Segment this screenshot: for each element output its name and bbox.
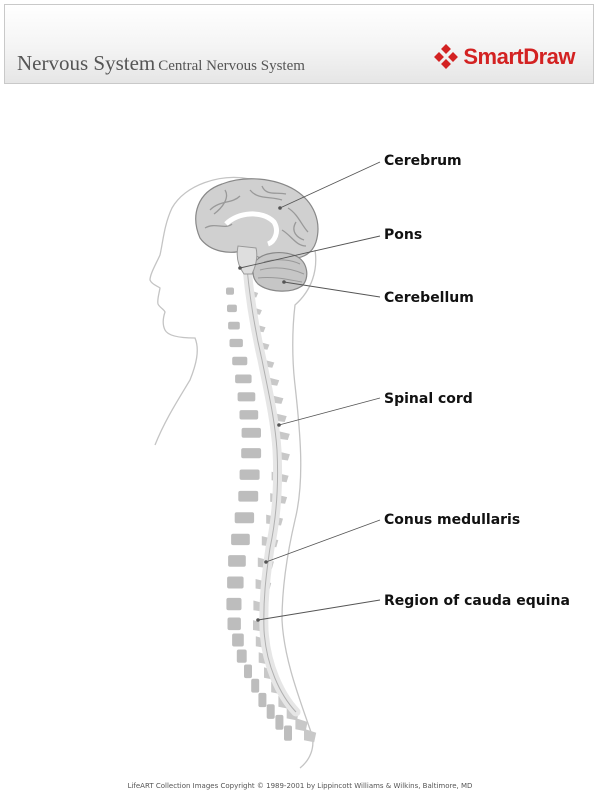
leader-line-cerebrum: [279, 161, 381, 209]
vertebral-body: [235, 374, 252, 384]
label-pons: Pons: [384, 227, 423, 243]
vertebral-body: [238, 490, 259, 502]
spinous-process: [295, 718, 308, 732]
leader-line-spinal-cord: [278, 397, 381, 426]
vertebral-body: [227, 576, 244, 589]
spinous-process: [304, 728, 317, 743]
body-outline: [149, 176, 317, 769]
leader-lines: [239, 161, 381, 621]
vertebral-body: [237, 392, 256, 402]
vertebral-body: [275, 714, 284, 730]
vertebral-body: [266, 704, 275, 719]
brain-gyri: [204, 185, 309, 247]
vertebral-body: [226, 287, 234, 295]
vertebral-body: [227, 617, 241, 631]
copyright-notice: LifeART Collection Images Copyright © 19…: [127, 782, 473, 790]
smartdraw-logo: SmartDraw: [433, 44, 575, 70]
vertebral-body: [231, 533, 250, 546]
vertebral-body: [232, 633, 244, 647]
leader-line-cauda-equina: [257, 599, 381, 621]
vertebral-body: [229, 338, 243, 348]
cerebellum-folia: [257, 259, 305, 283]
label-spinal-cord: Spinal cord: [384, 391, 473, 407]
label-cerebellum: Cerebellum: [384, 290, 474, 306]
brainstem: [236, 245, 258, 275]
vertebral-body: [226, 597, 242, 611]
vertebral-body: [228, 555, 246, 567]
brand-name: SmartDraw: [463, 44, 575, 69]
leader-line-pons: [239, 235, 381, 269]
title-main: Nervous System: [17, 51, 156, 75]
vertebral-body: [251, 678, 260, 693]
label-cerebrum: Cerebrum: [384, 153, 462, 169]
vertebral-body: [241, 448, 262, 459]
vertebral-body: [227, 304, 237, 313]
brain: [195, 178, 319, 292]
vertebral-body: [244, 664, 252, 679]
corpus-callosum: [224, 211, 279, 247]
vertebral-body: [232, 356, 248, 366]
vertebral-body: [258, 692, 267, 708]
spinal-cord-edge: [246, 267, 297, 713]
leader-line-cerebellum: [283, 281, 381, 298]
leader-dots: [238, 206, 286, 622]
vertebral-body: [284, 725, 292, 741]
vertebral-body: [239, 469, 260, 480]
spinal-cord: [242, 263, 301, 717]
label-cauda-equina: Region of cauda equina: [384, 593, 570, 609]
vertebral-body: [241, 427, 261, 438]
vertebral-body: [234, 512, 255, 524]
leader-line-conus-medullaris: [265, 519, 381, 563]
title-subtitle: Central Nervous System: [158, 58, 305, 74]
vertebral-body: [236, 649, 247, 663]
label-conus-medullaris: Conus medullaris: [384, 512, 521, 528]
vertebral-body: [228, 321, 240, 330]
diamond-cluster-icon: [434, 44, 459, 69]
vertebral-body: [239, 410, 259, 420]
